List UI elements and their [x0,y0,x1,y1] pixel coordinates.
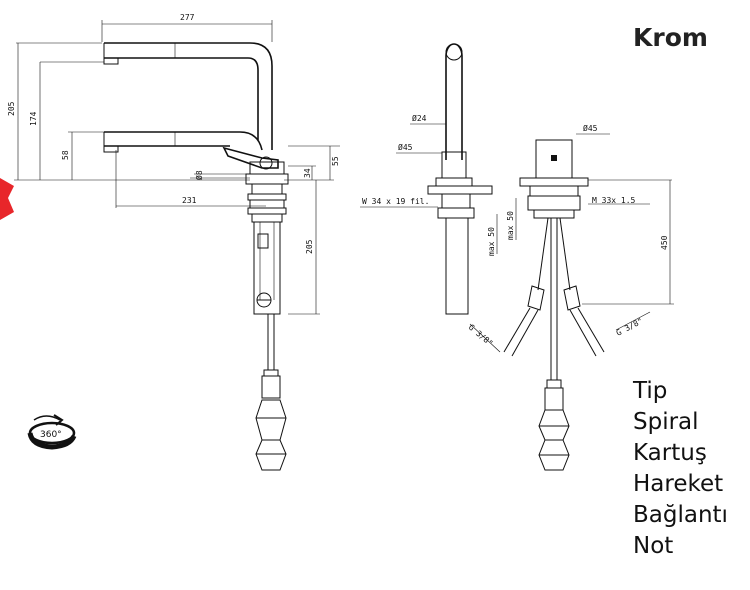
dim-max50-a: max 50 [487,227,496,256]
dim-w34-thread: W 34 x 19 fil. [362,197,429,206]
dim-58: 58 [61,150,70,160]
dim-55: 55 [331,156,340,166]
dim-205-lower: 205 [305,239,314,254]
rotation-360-text: 360° [40,430,62,440]
dim-174: 174 [29,111,38,126]
dim-231: 231 [182,196,197,205]
dim-dia-8: Ø8 [194,170,204,180]
dim-g38-left: G 3/8" [467,323,495,348]
property-baglanti: Bağlantı [633,502,728,528]
finish-title: Krom [633,23,708,52]
dim-205-left: 205 [7,101,16,116]
red-marker-icon [0,178,14,220]
dim-dia-45-front: Ø45 [398,142,413,152]
dim-m33-thread: M 33x 1.5 [592,196,636,205]
property-hareket: Hareket [633,471,724,497]
property-kartus: Kartuş [633,440,707,466]
property-tip: Tip [633,378,668,404]
dim-277: 277 [180,13,195,22]
dim-dia-45-right: Ø45 [583,123,598,133]
dim-450: 450 [660,235,669,250]
dim-34: 34 [303,168,312,178]
front-view: Ø24 Ø45 W 34 x 19 fil. max 50 [360,43,498,315]
dim-g38-right: G 3/8" [615,316,645,338]
side-view: 277 205 174 58 Ø8 231 55 34 205 [7,13,340,471]
property-not: Not [633,533,674,559]
property-spiral: Spiral [633,409,699,435]
rotation-360-icon: 360° [27,414,77,450]
dim-max50-b: max 50 [506,211,515,240]
dim-dia-24: Ø24 [412,113,427,123]
